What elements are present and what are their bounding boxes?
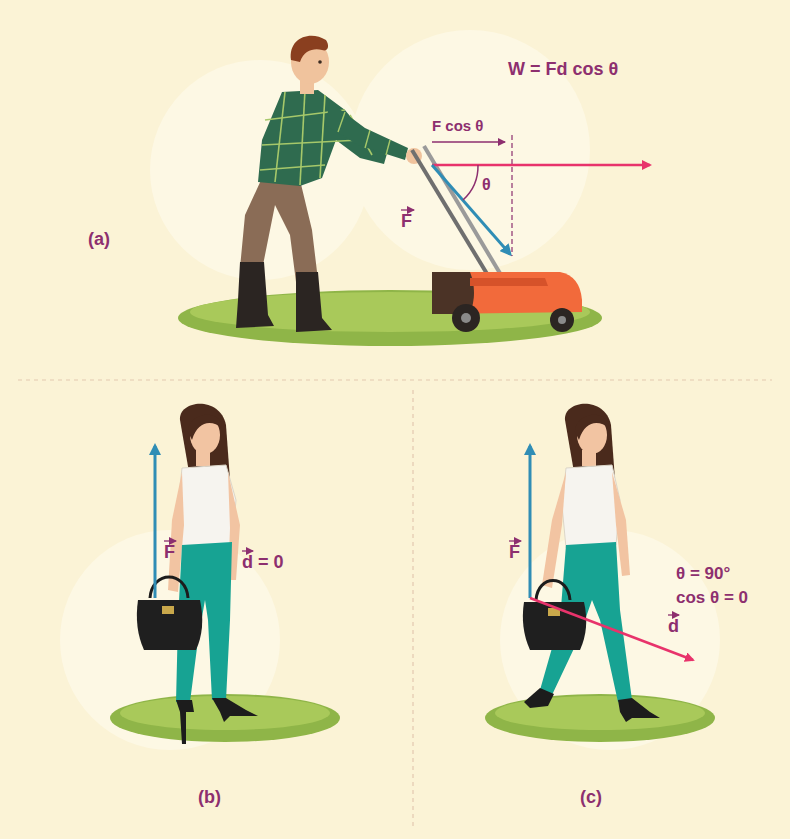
force-arrow	[529, 446, 532, 598]
cos-value: cos θ = 0	[676, 589, 748, 608]
force-arrow	[432, 165, 510, 254]
separator	[18, 379, 772, 380]
grass	[120, 696, 330, 730]
grass	[485, 694, 715, 742]
woman-figure	[523, 404, 660, 722]
angle-arc	[463, 165, 478, 200]
vector-mark	[164, 540, 176, 541]
woman-figure	[137, 404, 258, 744]
component-arrow	[432, 141, 505, 143]
angle-label: θ	[482, 176, 491, 194]
panel-label: (a)	[88, 230, 110, 250]
panel-label: (c)	[580, 788, 602, 808]
background-blob	[60, 30, 720, 750]
vector-label: d = 0	[242, 553, 284, 573]
projection-line	[511, 135, 512, 256]
vector-label: F	[164, 543, 175, 563]
displacement-arrow	[432, 164, 650, 167]
force-arrow	[154, 446, 157, 598]
panel-label: (b)	[198, 788, 221, 808]
vector-label: F	[509, 543, 520, 563]
formula: W = Fd cos θ	[508, 60, 618, 80]
man-figure	[236, 36, 422, 332]
grass	[110, 694, 340, 742]
angle-value: θ = 90°	[676, 565, 730, 584]
separator	[412, 390, 413, 830]
vector-mark	[242, 550, 253, 551]
component-label: F cos θ	[432, 118, 483, 135]
vector-mark	[401, 209, 414, 210]
vector-label: F	[401, 212, 412, 232]
vector-mark	[668, 614, 679, 615]
lawn-mower	[412, 146, 582, 332]
displacement-arrow	[530, 598, 693, 660]
vector-mark	[509, 540, 521, 541]
vector-label: d	[668, 617, 679, 637]
